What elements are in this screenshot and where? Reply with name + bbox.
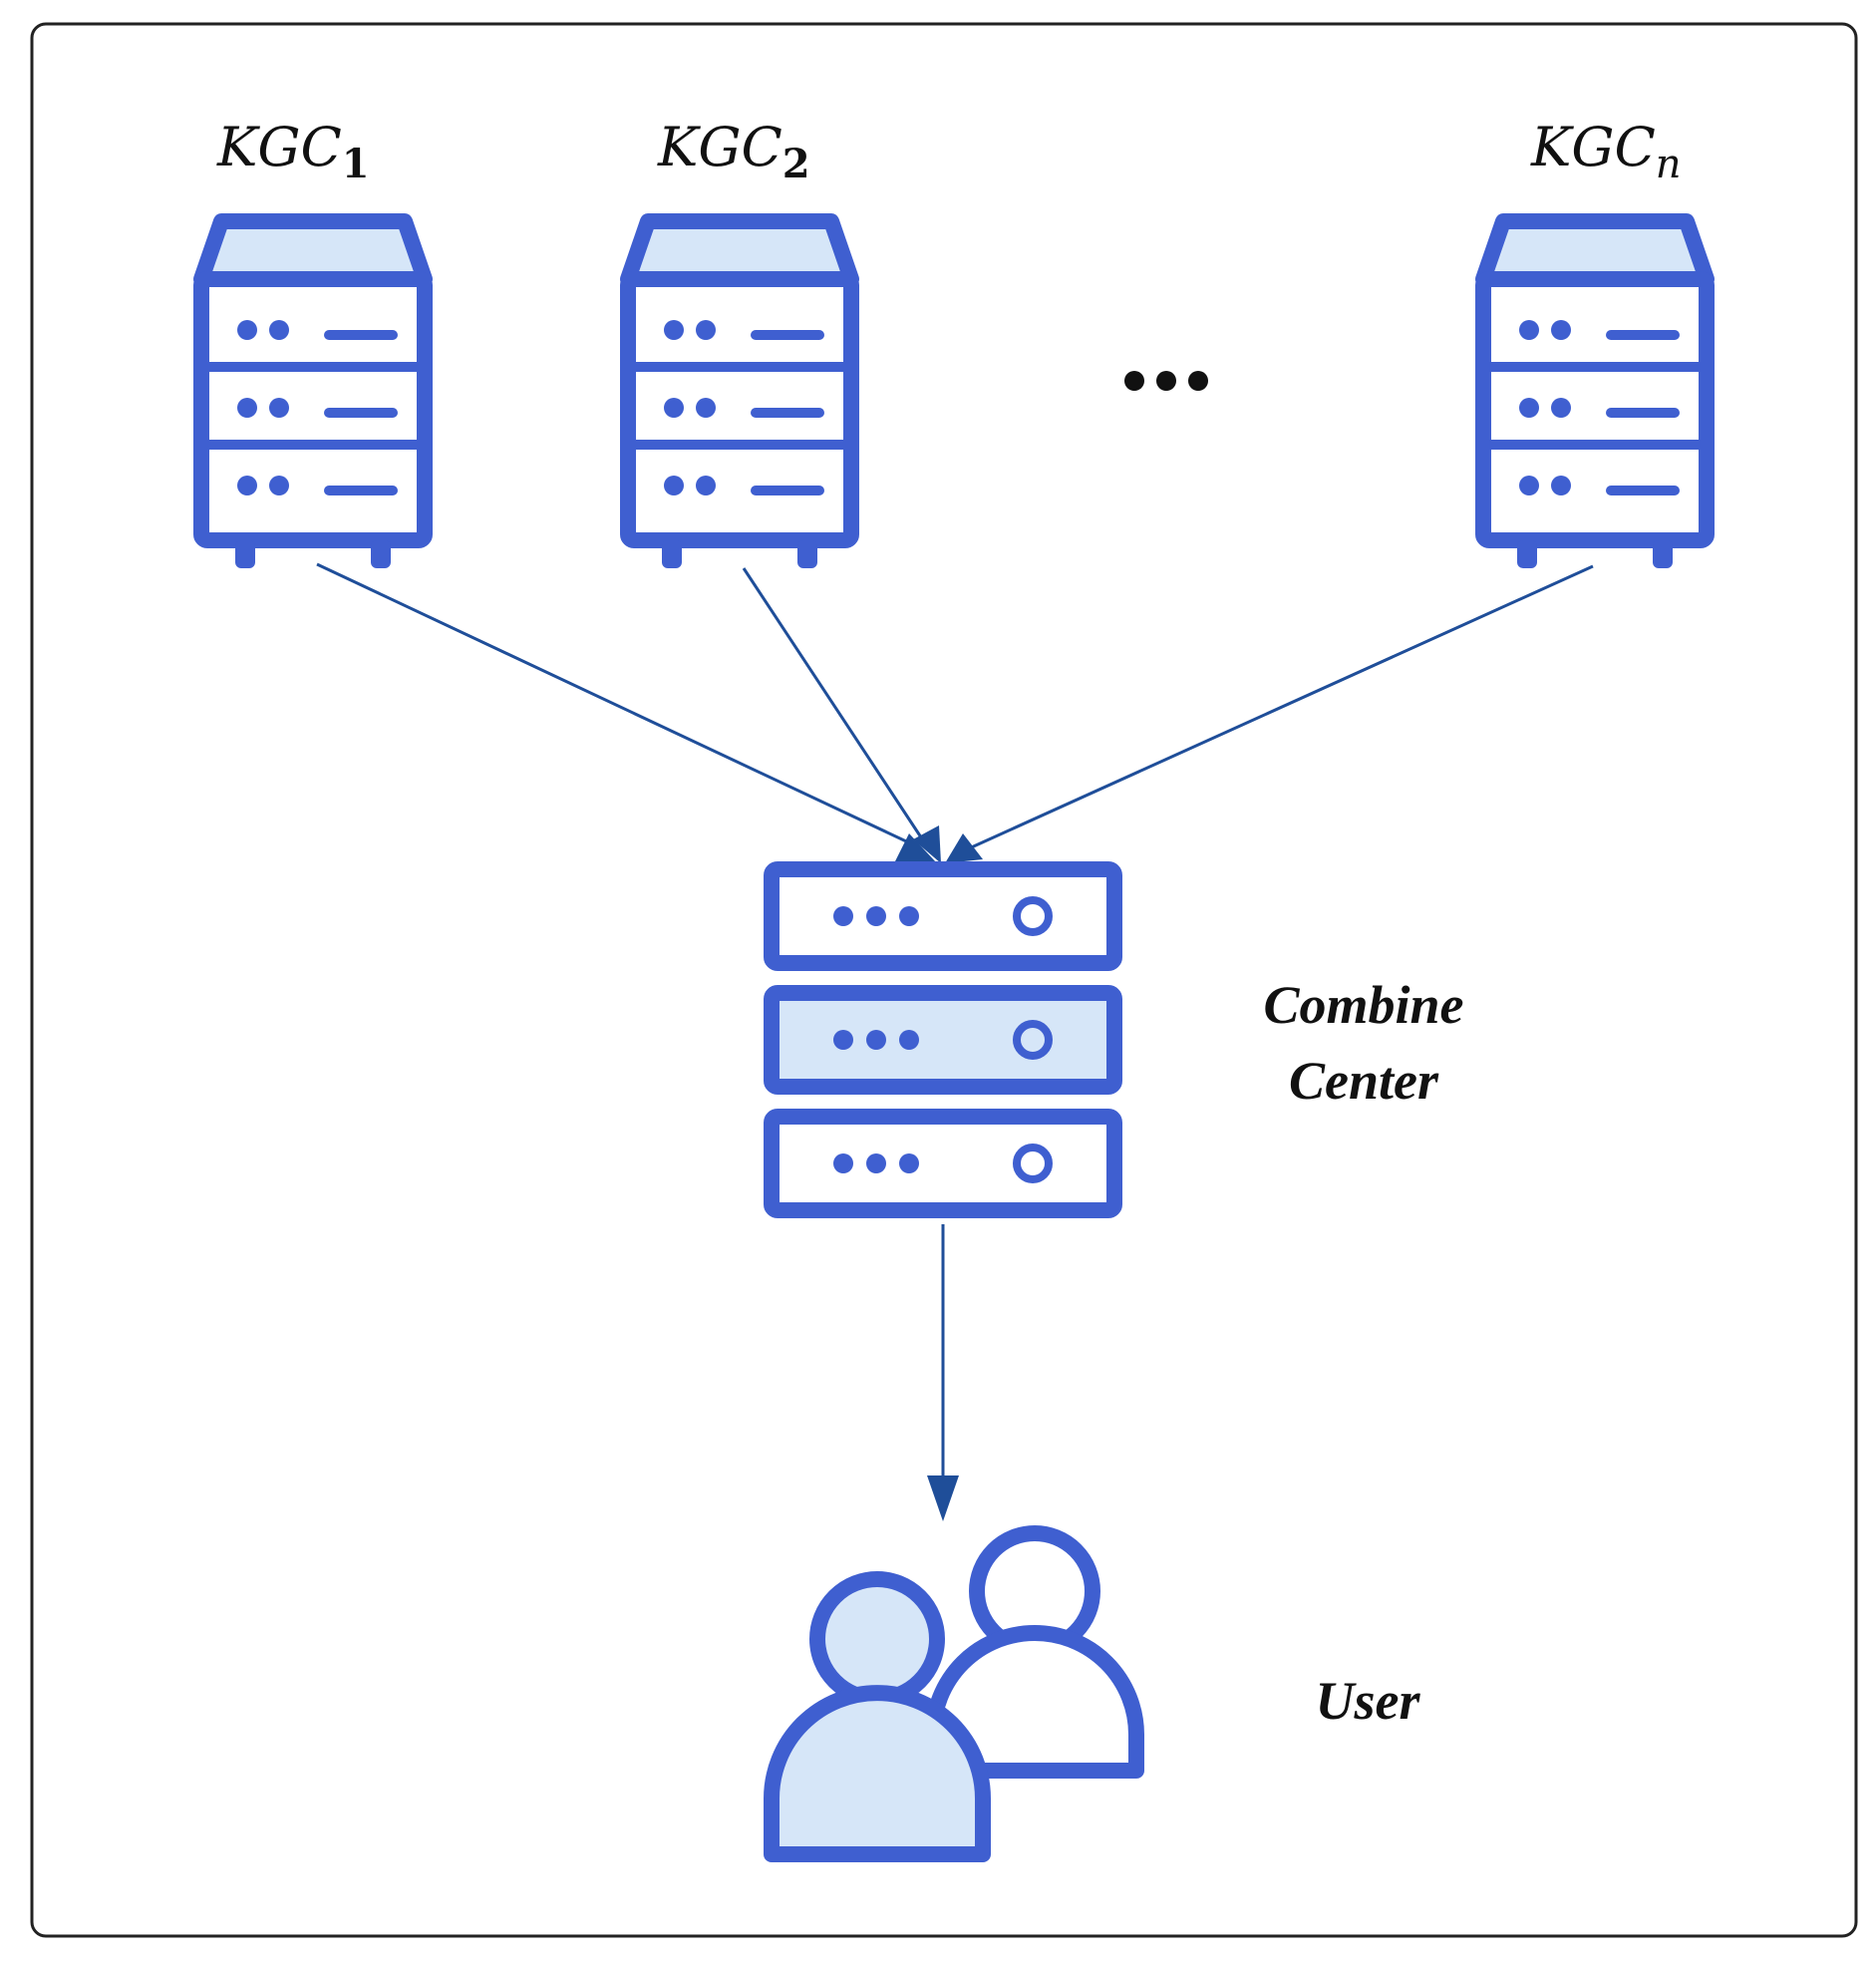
combine-center-label-line2: Center: [1289, 1051, 1439, 1111]
tower-server-icon: [1475, 213, 1715, 568]
kgc-server-1: [193, 213, 433, 568]
diagram-frame: [30, 22, 1858, 1938]
kgc-server-2: [620, 213, 859, 568]
user-label: User: [1316, 1671, 1421, 1731]
arrowhead-left: [895, 833, 937, 863]
arrow-kgc2-to-combine: [742, 567, 927, 844]
arrowhead-center: [913, 825, 941, 863]
user-group-icon: [764, 1525, 1144, 1862]
kgc-server-n: [1475, 213, 1715, 568]
kgc-to-combine-arrows: [316, 562, 1594, 863]
tower-server-icon: [193, 213, 433, 568]
arrowhead-right: [945, 833, 983, 863]
ellipsis-indicator: [1124, 371, 1208, 391]
kgc-n-label: KGCn: [1530, 116, 1682, 187]
arrow-kgc1-to-combine: [316, 562, 920, 849]
arrow-kgcn-to-combine: [966, 564, 1594, 851]
tower-server-icon: [620, 213, 859, 568]
combine-center-label-line1: Combine: [1263, 975, 1463, 1035]
combine-center-server: [764, 861, 1122, 1218]
kgc-1-label: KGC1: [216, 116, 370, 187]
kgc-2-label: KGC2: [657, 116, 810, 187]
rack-server-icon: [764, 861, 1122, 1218]
combine-to-user-arrow: [927, 1224, 959, 1521]
